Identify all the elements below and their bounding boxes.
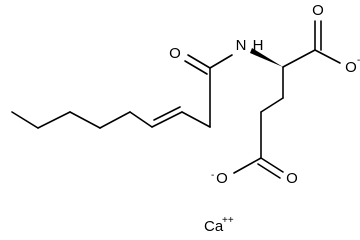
amide-nitrogen-label: N [236,37,247,54]
side-carboxyl-double-bond [257,157,284,179]
bond-carboxyl-to-oxygen [314,49,341,64]
acid-oxygen-right-label: O [345,59,357,76]
bond-beta-to-gamma [260,97,284,113]
side-oxygen-charge: - [211,170,214,181]
amide-carbonyl [184,54,211,75]
side-oxygen-left-label: O [216,170,228,187]
wedge-bond [250,48,283,67]
amide-hydrogen-label: H [253,37,264,54]
side-oxygen-right-label: O [286,170,298,187]
bond-alpha-to-carboxyl [282,49,316,68]
calcium-ion-label: Ca [204,218,224,235]
calcium-ion-charge: ++ [222,215,234,226]
carboxyl-double-bond [314,20,322,51]
alkyl-chain [11,111,153,129]
acid-oxygen-charge: - [357,55,360,66]
double-bond [151,106,183,128]
bond-delta-to-oxygen [233,157,262,174]
bond-chain-to-ch2 [181,111,211,128]
bond-carbonyl-to-nitrogen [209,54,233,69]
acid-oxygen-top-label: O [312,2,324,19]
amide-oxygen-label: O [169,45,181,62]
